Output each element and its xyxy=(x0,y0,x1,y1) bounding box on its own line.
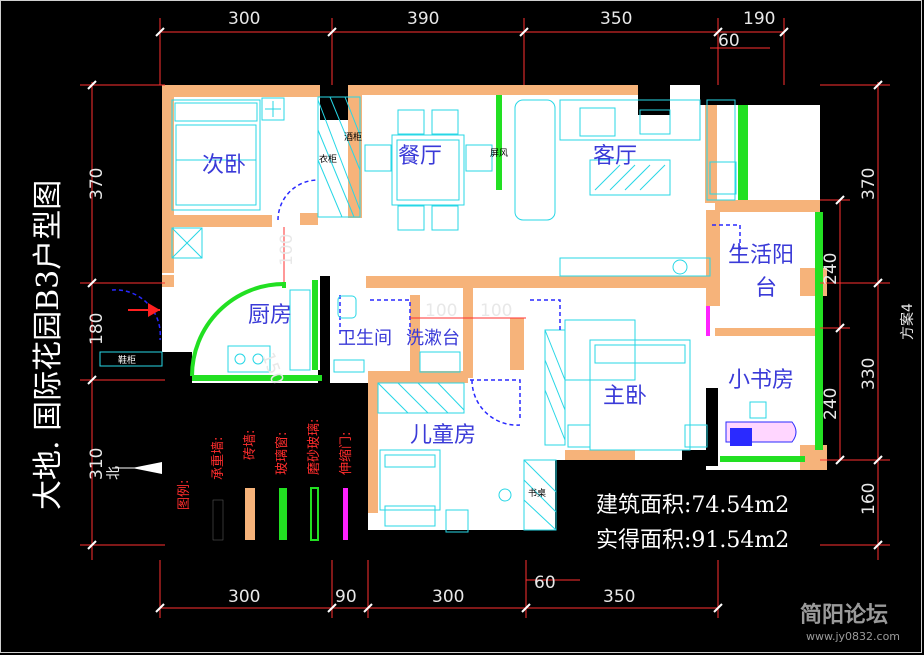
legend-swatch-5 xyxy=(343,488,348,540)
dim-left-3: 310 xyxy=(87,448,107,480)
dim-bottom-3: 300 xyxy=(432,587,464,607)
bed-secondary xyxy=(171,97,285,211)
dim-bottom-2: 90 xyxy=(335,587,357,607)
label-shoe-cabinet: 鞋柜 xyxy=(118,354,136,366)
legend-item-5: 伸缩门: xyxy=(338,432,354,475)
legend: 图例: 承重墙: 砖墙: 玻璃窗: 磨砂玻璃: 伸缩门: xyxy=(177,419,354,541)
room-bedroom2: 次卧 xyxy=(202,153,246,178)
watermark-url: www.jy0832.com xyxy=(806,630,900,643)
dim-right-3: 160 xyxy=(859,483,879,515)
legend-item-2: 砖墙: xyxy=(243,430,258,460)
legend-swatch-3 xyxy=(279,488,287,540)
entrance-arrow xyxy=(128,303,160,317)
dimension-labels: 300 390 350 190 60 300 90 300 350 60 370… xyxy=(87,9,879,607)
room-bathroom: 卫生间 xyxy=(338,328,392,349)
legend-item-4: 磨砂玻璃: xyxy=(307,419,322,475)
built-area: 建筑面积:74.54m2 xyxy=(596,493,789,518)
room-master: 主卧 xyxy=(603,384,647,409)
dim-top-3: 350 xyxy=(600,9,632,29)
study-desk xyxy=(725,401,797,446)
dim-bottom-1: 300 xyxy=(228,587,260,607)
watermark-name: 简阳论坛 xyxy=(800,602,888,628)
room-balcony-2: 台 xyxy=(755,276,777,301)
dim-right-inner-2: 240 xyxy=(821,388,841,420)
folding-door xyxy=(706,306,710,336)
room-kids: 儿童房 xyxy=(410,423,476,448)
windows xyxy=(190,95,823,462)
dim-top-2: 390 xyxy=(407,9,439,29)
room-labels: 次卧 餐厅 客厅 生活阳 台 厨房 卫生间 洗漱台 主卧 小书房 儿童房 xyxy=(202,144,794,448)
hatched-furniture xyxy=(171,96,736,531)
dim-inner-3: 100 xyxy=(480,301,512,321)
room-balcony-1: 生活阳 xyxy=(728,243,794,268)
dim-top-1: 300 xyxy=(228,9,260,29)
dimension-lines xyxy=(80,18,890,618)
shoe-cabinet xyxy=(99,351,163,367)
dim-left-1: 370 xyxy=(87,168,107,200)
dim-inner-2: 100 xyxy=(425,301,457,321)
dim-right-2: 330 xyxy=(859,358,879,390)
label-wine-cabinet: 酒柜 xyxy=(344,131,362,143)
scheme-label: 方案4 xyxy=(899,303,916,340)
dim-right-inner-1: 240 xyxy=(821,253,841,285)
legend-title: 图例: xyxy=(177,480,192,510)
watermark: 简阳论坛 www.jy0832.com xyxy=(800,602,900,643)
bathroom-fixtures xyxy=(333,295,461,373)
bed-kids xyxy=(379,449,512,533)
legend-swatch-4 xyxy=(310,487,319,541)
dim-left-2: 180 xyxy=(87,313,107,345)
room-kitchen: 厨房 xyxy=(248,303,292,328)
dim-top-4: 190 xyxy=(743,9,775,29)
dim-inner-1: 100 xyxy=(277,234,297,266)
legend-swatch-2 xyxy=(245,488,255,540)
living-room-furniture xyxy=(514,99,737,277)
furniture-labels: 衣柜 酒柜 屏风 鞋柜 书桌 xyxy=(118,131,546,499)
legend-item-3: 玻璃窗: xyxy=(274,432,290,475)
label-wardrobe: 衣柜 xyxy=(319,153,337,165)
dim-right-1: 370 xyxy=(859,168,879,200)
room-study: 小书房 xyxy=(728,368,794,393)
legend-item-1: 承重墙: xyxy=(210,437,226,480)
dim-top-sub: 60 xyxy=(718,31,740,51)
bed-master xyxy=(564,319,708,451)
room-washbasin: 洗漱台 xyxy=(406,328,460,349)
legend-swatch-1 xyxy=(212,499,224,541)
dim-bottom-4: 350 xyxy=(603,587,635,607)
kitchen-fixtures xyxy=(227,289,311,373)
room-dining: 餐厅 xyxy=(398,144,442,169)
dining-set xyxy=(364,109,493,231)
plan-title: 大地. 国际花园B3户型图 xyxy=(31,180,66,510)
label-screen: 屏风 xyxy=(490,148,508,159)
dim-bottom-sub: 60 xyxy=(534,573,556,593)
door-arcs xyxy=(111,179,741,426)
actual-area: 实得面积:91.54m2 xyxy=(596,528,789,553)
north-label: 北 xyxy=(106,466,122,480)
label-bookcase: 书桌 xyxy=(528,487,546,499)
north-arrow: 北 xyxy=(106,462,162,480)
room-living: 客厅 xyxy=(593,144,637,169)
